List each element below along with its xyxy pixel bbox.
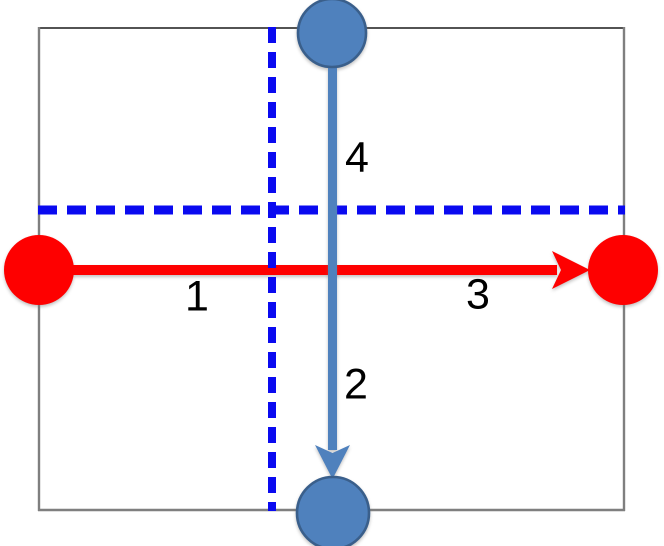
blue-arrow-head xyxy=(315,445,350,479)
top-blue-node xyxy=(296,0,368,69)
bottom-blue-node xyxy=(295,475,371,546)
label-blue-upper-segment: 4 xyxy=(345,133,369,182)
red-horizontal-arrow xyxy=(4,235,658,305)
right-red-node xyxy=(588,235,658,305)
label-red-right-segment: 3 xyxy=(466,270,490,319)
label-red-left-segment: 1 xyxy=(185,272,209,321)
left-red-node xyxy=(4,235,74,305)
blue-vertical-arrow xyxy=(295,0,371,546)
red-arrow-head xyxy=(552,251,590,289)
label-blue-lower-segment: 2 xyxy=(344,360,368,409)
